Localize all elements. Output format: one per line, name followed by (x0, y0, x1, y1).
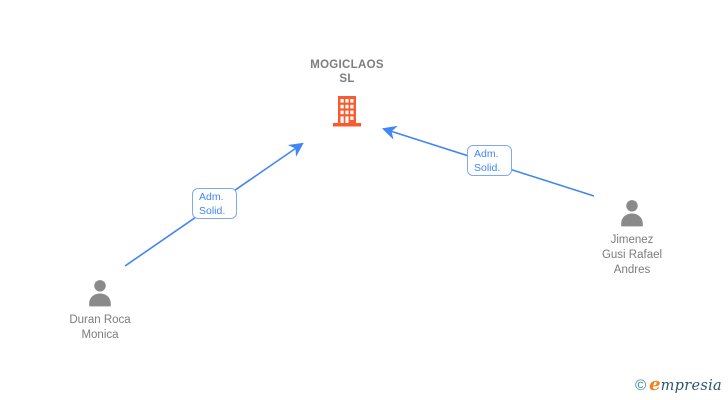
person-name-line2: Monica (81, 329, 119, 341)
person-name: Jimenez Gusi Rafael Andres (602, 233, 662, 278)
company-node[interactable]: MOGICLAOS SL (277, 58, 417, 128)
person-name: Duran Roca Monica (69, 313, 130, 343)
building-icon (333, 96, 361, 127)
edge-label-adm-solid-1: Adm. Solid. (192, 188, 237, 219)
person-node-jimenez-gusi-rafael-andres[interactable]: Jimenez Gusi Rafael Andres (572, 197, 692, 278)
empresia-logo[interactable]: © e mpresia (635, 374, 722, 395)
person-name-line1: Duran Roca (69, 314, 131, 326)
person-icon (621, 200, 643, 227)
person-name-line2: Gusi Rafael (601, 249, 663, 261)
logo-brand-lead: e (649, 374, 661, 395)
person-name-line1: Jimenez (610, 234, 654, 246)
copyright-icon: © (635, 377, 647, 394)
person-name-line3: Andres (613, 264, 651, 276)
edge-label-adm-solid-2: Adm. Solid. (467, 145, 512, 176)
edge-label-line2: Solid. (474, 162, 501, 174)
person-node-duran-roca-monica[interactable]: Duran Roca Monica (40, 277, 160, 343)
edge-label-line1: Adm. (474, 148, 499, 160)
company-name: MOGICLAOS SL (310, 58, 384, 86)
edge-label-line1: Adm. (199, 191, 224, 203)
person-icon (89, 280, 111, 307)
company-name-line1: MOGICLAOS (310, 59, 384, 71)
edge-label-line2: Solid. (199, 205, 226, 217)
company-name-line2: SL (339, 73, 355, 85)
logo-brand-rest: mpresia (660, 378, 722, 394)
